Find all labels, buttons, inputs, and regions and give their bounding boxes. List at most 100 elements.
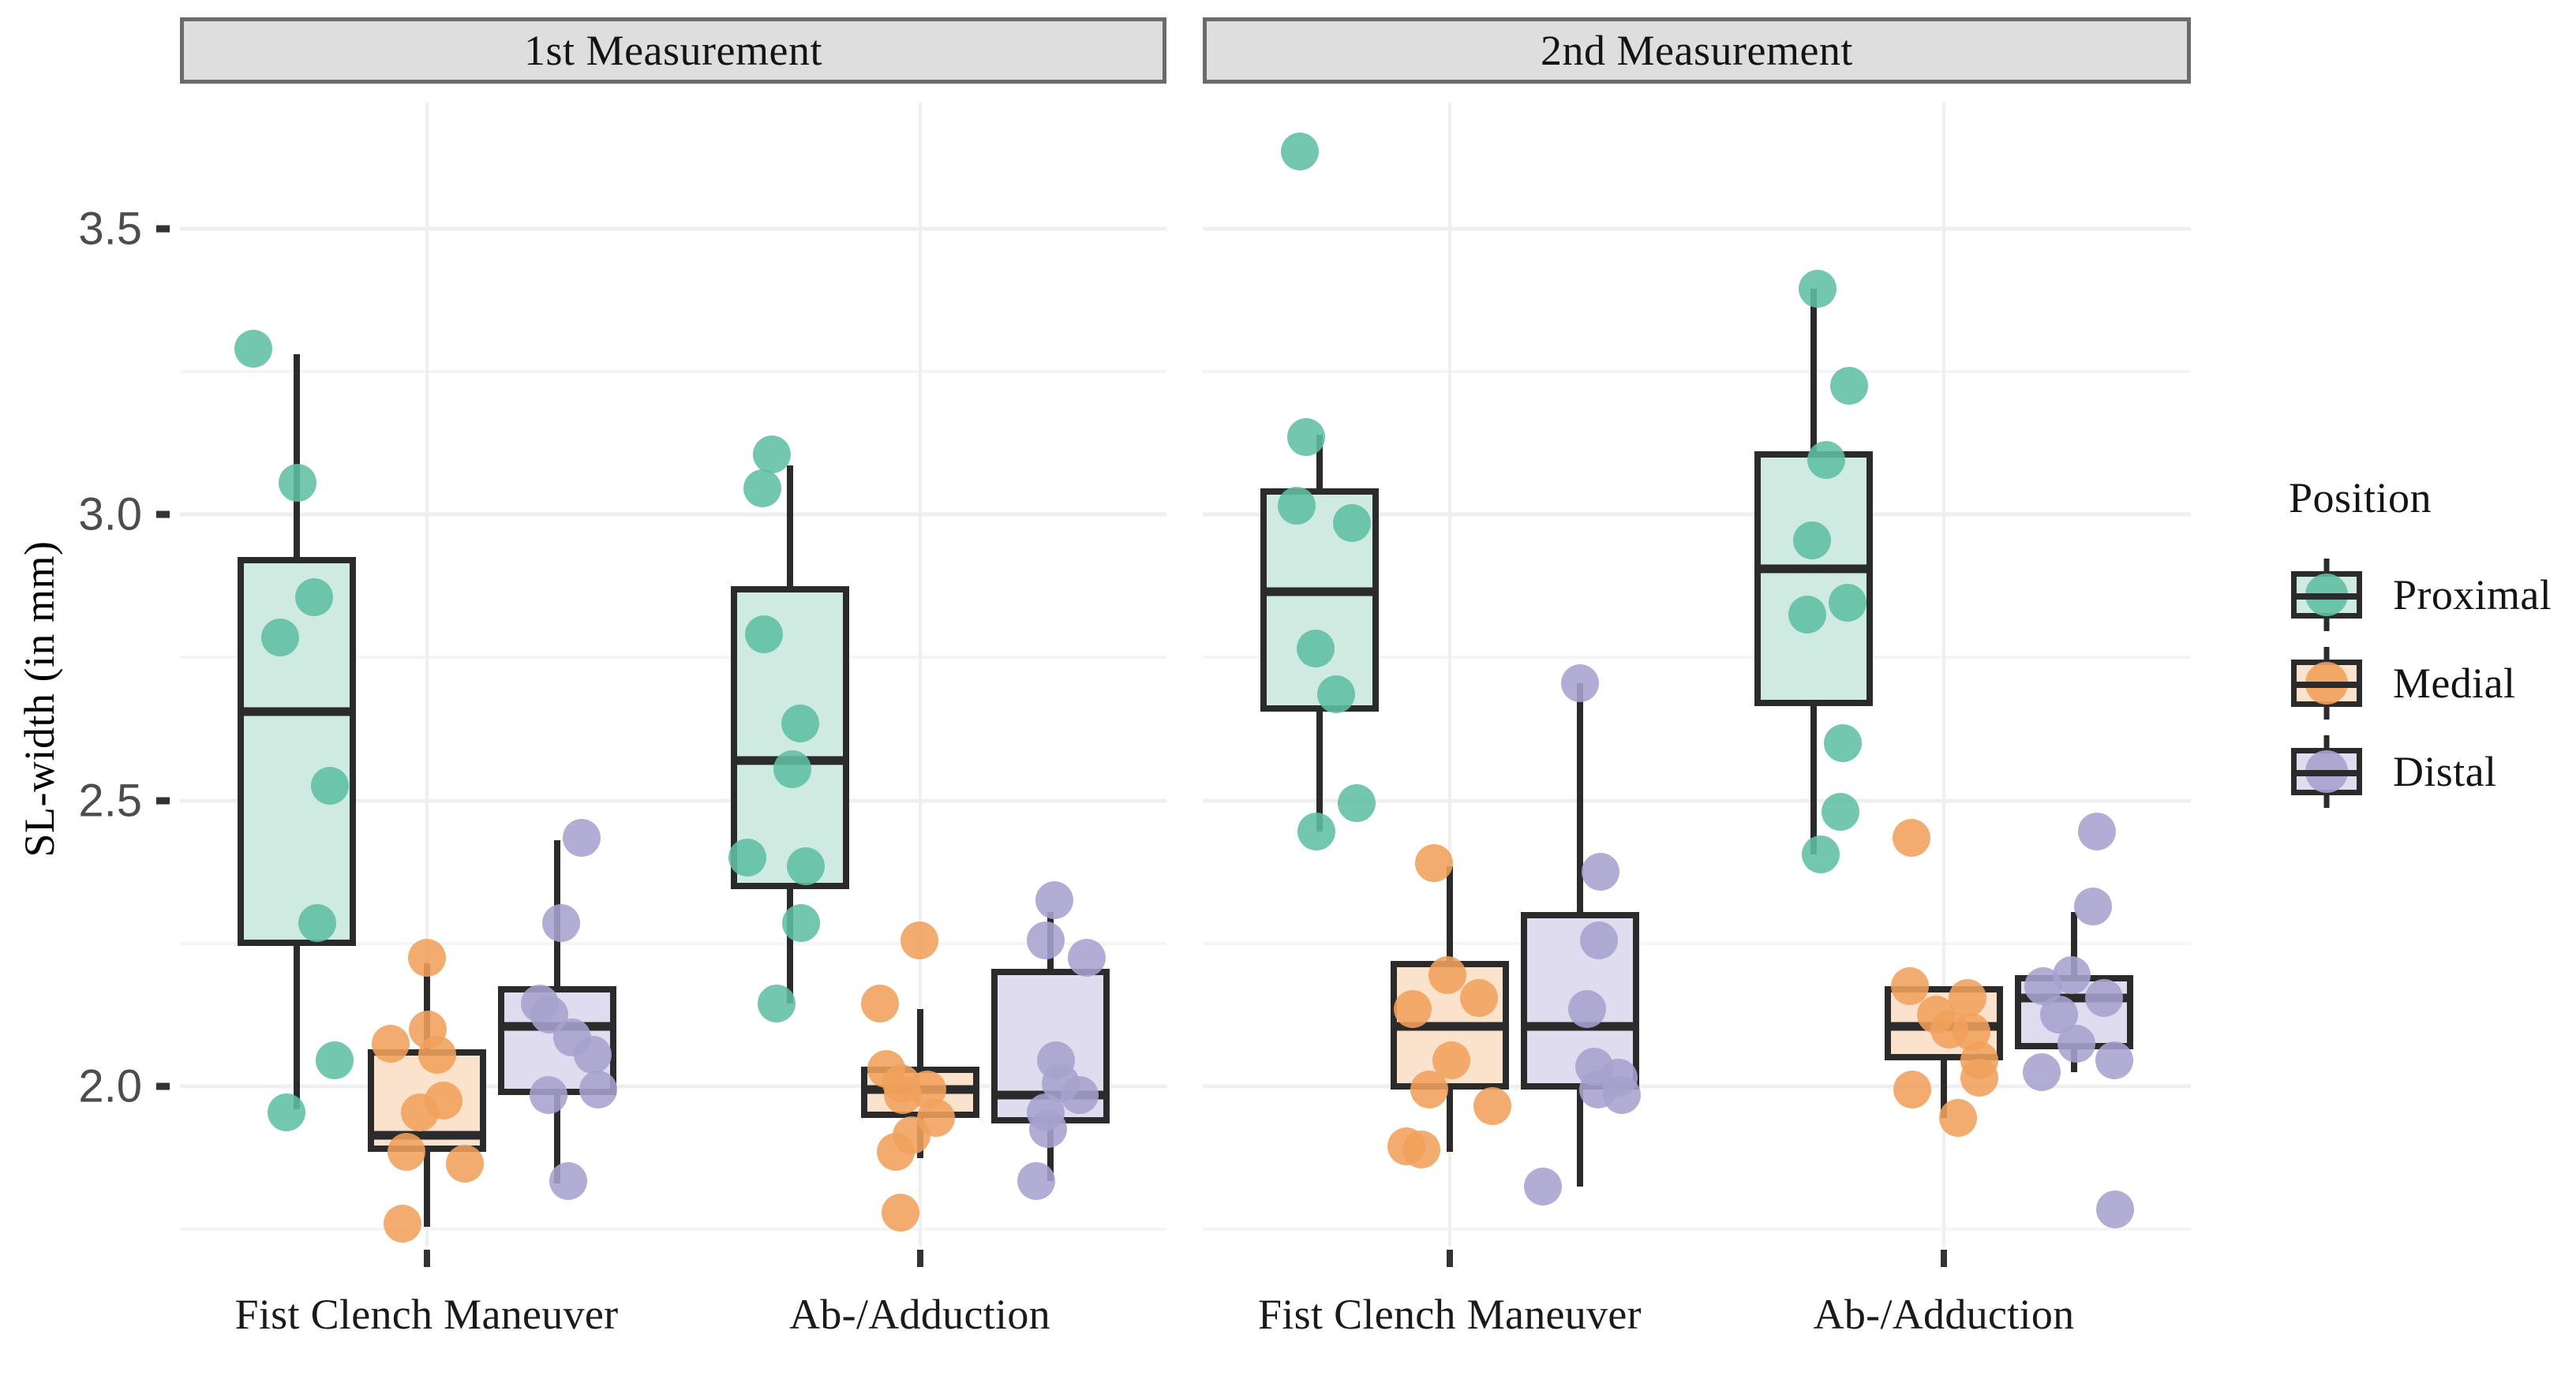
data-point — [1582, 853, 1620, 892]
x-tick-mark — [1447, 1250, 1453, 1267]
gridline-major — [180, 798, 1166, 802]
data-point — [563, 818, 601, 857]
gridline-minor — [1203, 656, 2191, 660]
boxplot-medial — [1203, 103, 2191, 1247]
data-point — [2057, 1024, 2096, 1063]
y-tick-label: 2.5 — [78, 775, 142, 826]
box-iqr — [1754, 451, 1873, 706]
panel-1 — [180, 103, 1166, 1247]
data-point — [861, 984, 900, 1022]
data-point — [383, 1205, 421, 1243]
data-point — [2095, 1041, 2133, 1080]
data-point — [310, 767, 349, 806]
data-point — [728, 839, 766, 877]
data-point — [900, 921, 938, 960]
legend-item-proximal[interactable]: Proximal — [2289, 551, 2552, 639]
gridline-vertical — [425, 103, 429, 1247]
gridline-vertical — [918, 103, 922, 1247]
panel-2 — [1203, 103, 2191, 1247]
data-point — [1338, 784, 1376, 823]
data-point — [883, 1075, 922, 1114]
x-tick-mark — [916, 1250, 923, 1267]
y-tick-label: 3.0 — [78, 488, 142, 540]
data-point — [315, 1041, 354, 1080]
x-tick-label: Ab-/Adduction — [789, 1291, 1050, 1338]
y-tick-label: 3.5 — [78, 203, 142, 254]
data-point — [446, 1144, 485, 1183]
data-point — [418, 1036, 457, 1075]
gridline-major — [1203, 512, 2191, 517]
data-point — [1602, 1075, 1641, 1114]
data-point — [882, 1193, 920, 1232]
boxplot-distal — [1203, 103, 2191, 1247]
gridline-minor — [1203, 941, 2191, 945]
data-point — [1017, 1161, 1056, 1200]
legend-item-label: Proximal — [2393, 571, 2552, 619]
data-point — [787, 847, 826, 885]
boxplot-medial — [180, 103, 1166, 1247]
x-tick-label: Ab-/Adduction — [1813, 1291, 2075, 1338]
data-point — [1068, 938, 1106, 977]
data-point — [2078, 813, 2117, 851]
y-tick-mark — [156, 797, 170, 804]
data-point — [1296, 630, 1335, 668]
boxplot-proximal — [180, 103, 1166, 1247]
data-point — [1460, 978, 1499, 1017]
facet-strip-2: 2nd Measurement — [1203, 17, 2191, 84]
median-line — [1260, 587, 1379, 596]
data-point — [1387, 1127, 1426, 1166]
data-point — [279, 464, 316, 503]
data-point — [1793, 521, 1832, 559]
data-point — [1821, 793, 1859, 831]
data-point — [1035, 881, 1073, 920]
data-point — [758, 984, 796, 1022]
data-point — [1317, 675, 1356, 714]
data-point — [781, 704, 819, 742]
data-point — [574, 1036, 612, 1075]
data-point — [1415, 844, 1454, 883]
legend-item-medial[interactable]: Medial — [2289, 639, 2552, 727]
data-point — [1893, 818, 1931, 857]
data-point — [1823, 724, 1862, 762]
gridline-major — [1203, 226, 2191, 230]
box-iqr — [237, 557, 356, 947]
legend-key-icon — [2289, 734, 2364, 809]
data-point — [782, 904, 821, 943]
data-point — [1893, 1070, 1931, 1108]
data-point — [1410, 1070, 1449, 1108]
data-point — [743, 469, 782, 508]
y-tick-mark — [156, 510, 170, 518]
data-point — [579, 1070, 618, 1108]
median-line — [237, 707, 356, 716]
data-point — [1561, 663, 1600, 702]
data-point — [1027, 921, 1065, 960]
data-point — [387, 1133, 425, 1172]
data-point — [1286, 418, 1325, 457]
legend-item-label: Medial — [2393, 660, 2516, 707]
boxplot-proximal — [1203, 103, 2191, 1247]
gridline-major — [1203, 1084, 2191, 1089]
data-point — [753, 435, 792, 473]
data-point — [298, 904, 337, 943]
data-point — [1788, 595, 1827, 634]
data-point — [1297, 813, 1336, 851]
data-point — [2023, 1052, 2061, 1091]
data-point — [408, 938, 447, 977]
y-tick-mark — [156, 1082, 170, 1090]
gridline-minor — [1203, 369, 2191, 373]
gridline-major — [180, 1084, 1166, 1089]
data-point — [234, 329, 272, 368]
legend-key-icon — [2289, 645, 2364, 721]
data-point — [1061, 1075, 1099, 1114]
gridline-minor — [180, 1228, 1166, 1232]
data-point — [1830, 366, 1869, 405]
data-point — [1394, 990, 1432, 1029]
boxplot-medial — [1203, 103, 2191, 1247]
gridline-minor — [180, 941, 1166, 945]
median-line — [1754, 564, 1873, 574]
legend-item-distal[interactable]: Distal — [2289, 727, 2552, 816]
data-point — [1801, 835, 1840, 874]
data-point — [2073, 887, 2112, 925]
data-point — [1473, 1087, 1512, 1126]
